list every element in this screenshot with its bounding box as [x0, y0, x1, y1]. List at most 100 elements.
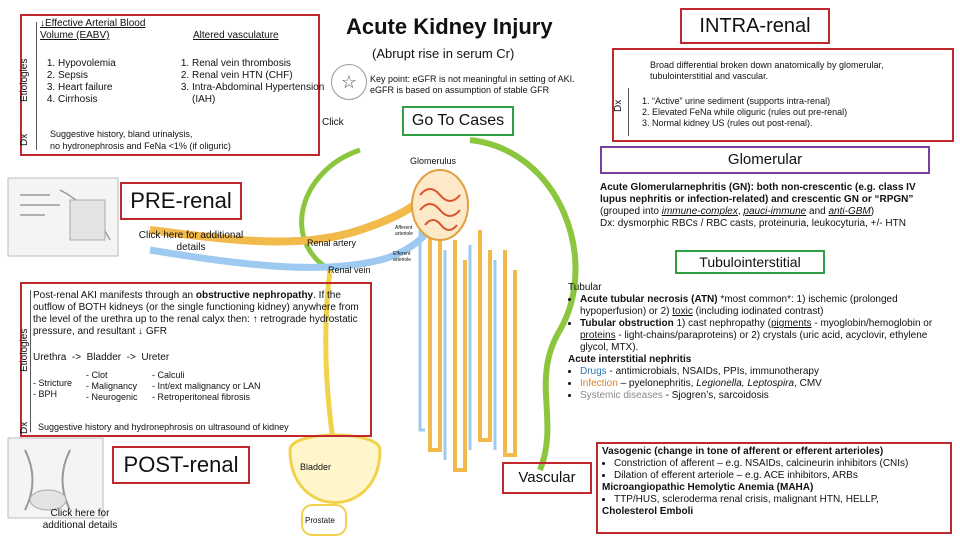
intrarenal-dx-item: Normal kidney US (rules out post-renal). — [652, 118, 960, 129]
prerenal-title: PRE-renal — [130, 188, 232, 213]
ain-heading: Acute interstitial nephritis — [568, 354, 692, 365]
prostate-label: Prostate — [305, 516, 335, 525]
vascular-item: Dilation of efferent arteriole – e.g. AC… — [614, 470, 948, 482]
obstruction-item: Tubular obstruction 1) cast nephropathy … — [580, 318, 948, 354]
cholesterol-emboli: Cholesterol Emboli — [602, 506, 694, 517]
drugs-label: Drugs — [580, 366, 607, 377]
postrenal-click-here[interactable]: Click here for additional details — [42, 508, 118, 531]
tubular-heading: Tubular — [568, 282, 602, 293]
prerenal-dx-line-1: Suggestive history, bland urinalysis, — [50, 129, 193, 139]
atn-rest: *most common*: 1) ischemic (prolonged hy… — [580, 294, 898, 317]
glomerular-close: ) — [870, 206, 875, 217]
vascular-item: TTP/HUS, scleroderma renal crisis, malig… — [614, 494, 948, 506]
atn-item: Acute tubular necrosis (ATN) *most commo… — [580, 294, 948, 318]
anti-gbm-label: anti-GBM — [828, 206, 871, 217]
postrenal-intro-1: Post-renal AKI manifests through an — [33, 290, 196, 301]
star-icon[interactable]: ☆ — [331, 64, 367, 100]
bladder-label: Bladder — [300, 462, 332, 472]
renal-artery-label: Renal artery — [307, 238, 357, 248]
glomerular-dx: Dx: dysmorphic RBCs / RBC casts, protein… — [600, 218, 906, 229]
postrenal-dx-label: Dx — [19, 421, 30, 434]
intrarenal-title: INTRA-renal — [699, 15, 811, 37]
obstruction-label: Tubular obstruction — [580, 318, 674, 329]
intrarenal-dx-box — [612, 48, 954, 142]
prerenal-click-here[interactable]: Click here for additional details — [138, 230, 244, 253]
glomerulus-tuft — [411, 169, 469, 241]
vascular-title-box: Vascular — [502, 462, 592, 494]
postrenal-intro: Post-renal AKI manifests through an obst… — [33, 290, 363, 338]
postrenal-dx-text: Suggestive history and hydronephrosis on… — [38, 422, 289, 432]
vasculature-item: Renal vein thrombosis — [192, 58, 342, 70]
infection-label: Infection — [580, 378, 618, 389]
etiologies-side-label: Etiologies — [19, 58, 30, 102]
obstruction-text-2: - myoglobin/hemoglobin or — [811, 318, 933, 329]
tubulo-title: Tubulointerstitial — [699, 254, 801, 270]
postrenal-etiologies-label: Etiologies — [19, 328, 30, 372]
click-label[interactable]: Click — [322, 117, 344, 128]
vascular-item: Constriction of afferent – e.g. NSAIDs, … — [614, 458, 948, 470]
go-to-cases-button[interactable]: Go To Cases — [402, 106, 514, 136]
renal-artery-vessel — [149, 197, 423, 246]
postrenal-etiology-box — [20, 282, 372, 437]
glomerular-text: Acute Glomerularnephritis (GN): both non… — [600, 182, 945, 230]
intrarenal-dx-list: “Active” urine sediment (supports intra-… — [636, 96, 960, 129]
glomerular-title: Glomerular — [727, 151, 803, 168]
drugs-text: - antimicrobials, NSAIDs, PPIs, immunoth… — [606, 366, 819, 377]
eabv-item: Heart failure — [58, 82, 178, 94]
obstruction-text-1: 1) cast nephropathy ( — [673, 318, 771, 329]
obstruction-text-3: - light-chains/paraproteins) or 2) cryst… — [580, 330, 928, 353]
vascular-detail-box — [596, 442, 952, 534]
tubulo-title-box: Tubulointerstitial — [675, 250, 825, 274]
keypoint-text: Key point: eGFR is not meaningful in set… — [370, 74, 575, 95]
maha-heading: Microangiopathic Hemolytic Anemia (MAHA) — [602, 482, 814, 493]
prerenal-title-box[interactable]: PRE-renal — [120, 182, 242, 220]
infection-end: , CMV — [794, 378, 822, 389]
eabv-item: Hypovolemia — [58, 58, 178, 70]
infection-italic: Legionella, Leptospira — [696, 378, 795, 389]
afferent-label: Afferent arteriole — [395, 225, 414, 237]
proteins-label: proteins — [580, 330, 616, 341]
glomerular-and: and — [806, 206, 829, 217]
systemic-label: Systemic diseases — [580, 390, 663, 401]
renal-vein-label: Renal vein — [328, 265, 371, 275]
obstructive-nephropathy: obstructive nephropathy — [195, 290, 314, 301]
prerenal-dx-line-2: no hydronephrosis and FeNa <1% (if oligu… — [50, 141, 231, 151]
postrenal-col-ureter: - Calculi - Int/ext malignancy or LAN - … — [152, 370, 261, 402]
postrenal-col-bladder: - Clot - Malignancy - Neurogenic — [86, 370, 138, 402]
intrarenal-broad-text: Broad differential broken down anatomica… — [650, 60, 884, 81]
page-subtitle: (Abrupt rise in serum Cr) — [372, 46, 515, 61]
kidney-outline — [469, 137, 579, 472]
glomerular-title-box: Glomerular — [600, 146, 930, 174]
pauci-immune-label: pauci-immune — [743, 206, 807, 217]
renal-vein-vessel — [149, 232, 428, 271]
tubulo-text: Tubular Acute tubular necrosis (ATN) *mo… — [568, 282, 948, 402]
eabv-item: Cirrhosis — [58, 94, 178, 106]
altered-vasculature-header: Altered vasculature — [193, 30, 279, 41]
pigments-label: pigments — [770, 318, 812, 329]
immune-complex-label: immune-complex — [661, 206, 738, 217]
eabv-list: Hypovolemia Sepsis Heart failure Cirrhos… — [42, 58, 178, 106]
glomerular-text-2a: (grouped into — [600, 206, 662, 217]
vasculature-item: Renal vein HTN (CHF) — [192, 70, 342, 82]
systemic-item: Systemic diseases - Sjogren’s, sarcoidos… — [580, 390, 948, 402]
atn-label: Acute tubular necrosis (ATN) — [580, 294, 718, 305]
vascular-text: Vasogenic (change in tone of afferent or… — [602, 446, 948, 518]
vascular-title: Vascular — [518, 469, 576, 486]
atn-end: (including iodinated contrast) — [692, 306, 824, 317]
postrenal-title-box[interactable]: POST-renal — [112, 446, 250, 484]
glomerular-text-1: Acute Glomerularnephritis (GN): both non… — [600, 182, 916, 205]
postrenal-col-urethra: - Stricture - BPH — [33, 378, 73, 399]
postrenal-title: POST-renal — [123, 452, 239, 477]
infection-text: – pyelonephritis, — [617, 378, 697, 389]
eabv-item: Sepsis — [58, 70, 178, 82]
systemic-text: - Sjogren’s, sarcoidosis — [662, 390, 769, 401]
intrarenal-dx-item: Elevated FeNa while oliguric (rules out … — [652, 107, 960, 118]
dx-side-label: Dx — [19, 133, 30, 146]
page-title: Acute Kidney Injury — [346, 14, 553, 39]
vasogenic-heading: Vasogenic (change in tone of afferent or… — [602, 446, 884, 457]
prerenal-etiology-box — [20, 14, 320, 156]
intrarenal-dx-label: Dx — [613, 99, 624, 112]
infection-item: Infection – pyelonephritis, Legionella, … — [580, 378, 948, 390]
vasculature-list: Renal vein thrombosis Renal vein HTN (CH… — [176, 58, 342, 106]
